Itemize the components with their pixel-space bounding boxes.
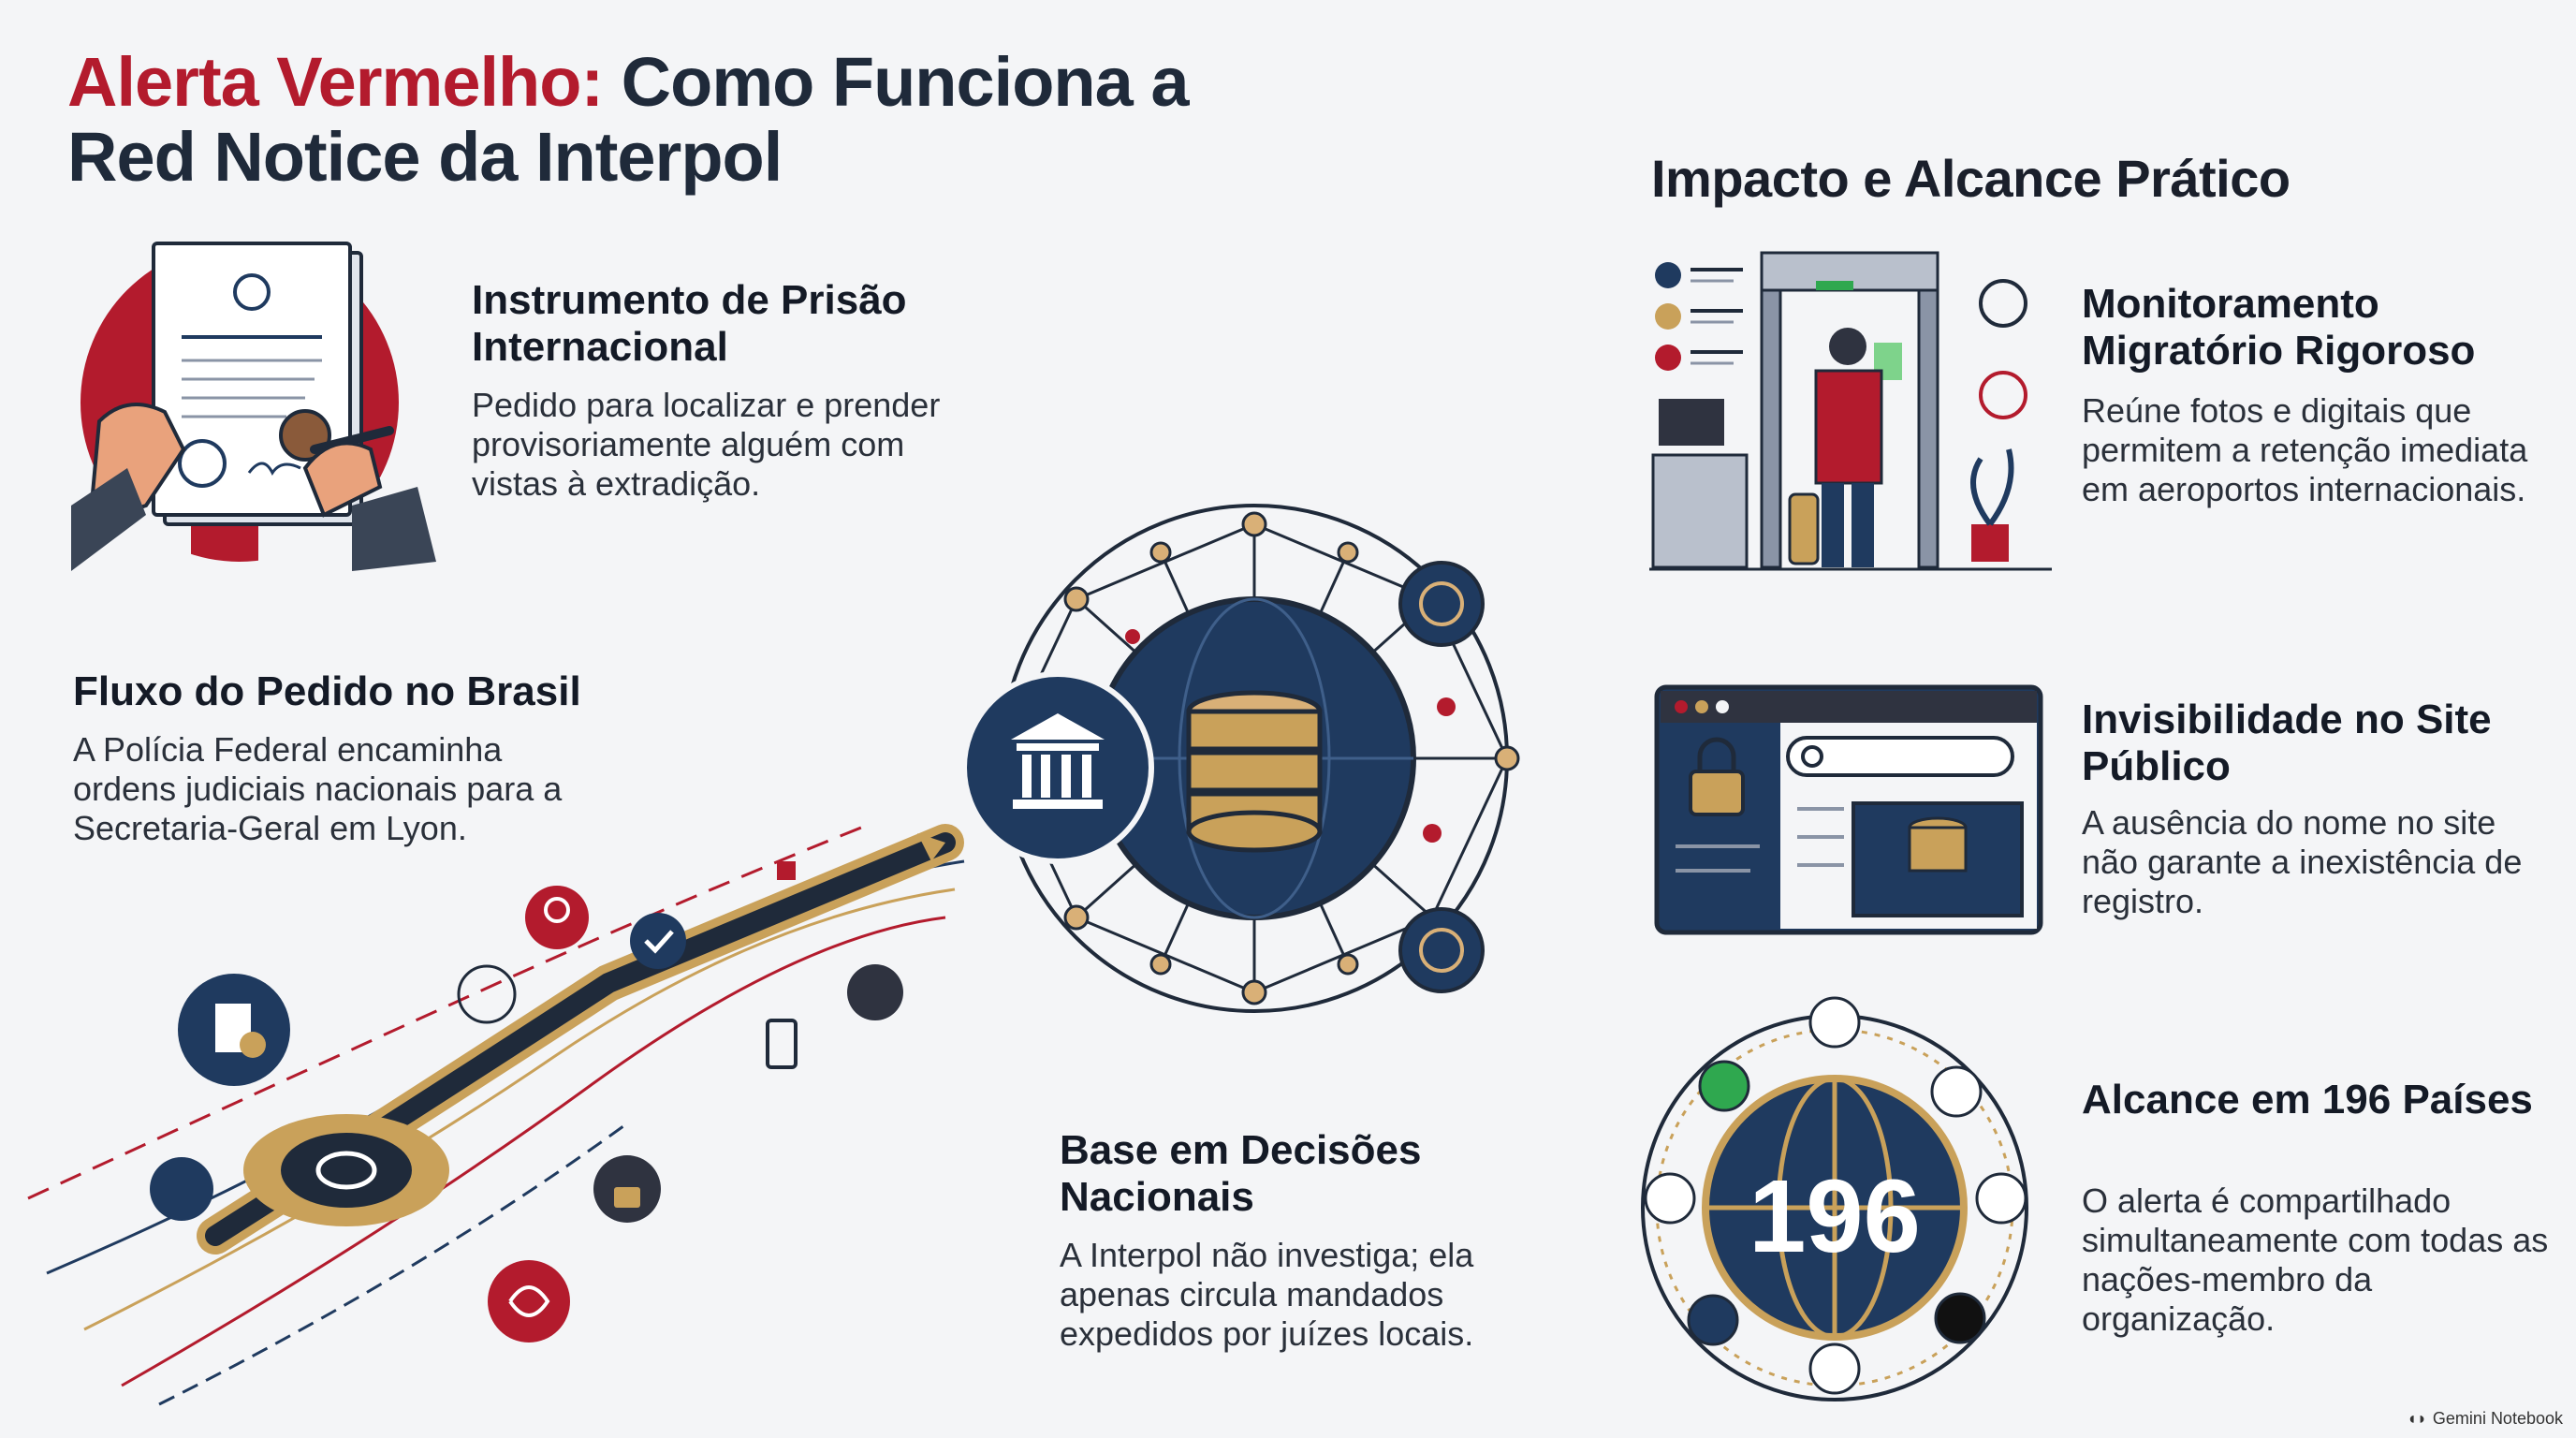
footer-label: Gemini Notebook — [2432, 1409, 2563, 1428]
instrument-text: Pedido para localizar e prender provisor… — [472, 386, 941, 503]
notebook-logo-icon: ◖◗ — [2407, 1409, 2427, 1428]
globe-number: 196 — [1749, 1159, 1921, 1274]
footer-brand: ◖◗ Gemini Notebook — [2407, 1409, 2563, 1429]
airport-security-scanner-icon — [1649, 251, 2052, 571]
page-title: Alerta Vermelho: Como Funciona a Red Not… — [67, 43, 1190, 196]
invisibility-text: A ausência do nome no site não garante a… — [2082, 803, 2523, 920]
signing-document-icon — [69, 242, 446, 571]
title-line2: Red Notice da Interpol — [67, 118, 783, 196]
title-rest: Como Funciona a — [621, 43, 1190, 121]
flow-text: A Polícia Federal encaminha ordens judic… — [73, 730, 563, 847]
interpol-network-icon — [961, 504, 1520, 1013]
reach-heading: Alcance em 196 Países — [2082, 1077, 2533, 1123]
flow-illustration — [27, 822, 965, 1406]
right-header: Impacto e Alcance Prático — [1651, 149, 2291, 208]
locked-website-database-icon — [1654, 684, 2043, 935]
monitoring-heading: Monitoramento Migratório Rigoroso — [2082, 281, 2476, 374]
instrument-heading: Instrumento de Prisão Internacional — [472, 277, 907, 370]
invisibility-heading: Invisibilidade no Site Público — [2082, 697, 2492, 789]
reach-text: O alerta é compartilhado simultaneamente… — [2082, 1181, 2549, 1338]
base-heading: Base em Decisões Nacionais — [1060, 1127, 1422, 1220]
flow-heading: Fluxo do Pedido no Brasil — [73, 668, 581, 714]
base-text: A Interpol não investiga; ela apenas cir… — [1060, 1236, 1474, 1353]
globe-with-flags-icon: 196 — [1638, 996, 2050, 1414]
title-highlight: Alerta Vermelho: — [67, 43, 604, 121]
monitoring-text: Reúne fotos e digitais que permitem a re… — [2082, 391, 2528, 508]
